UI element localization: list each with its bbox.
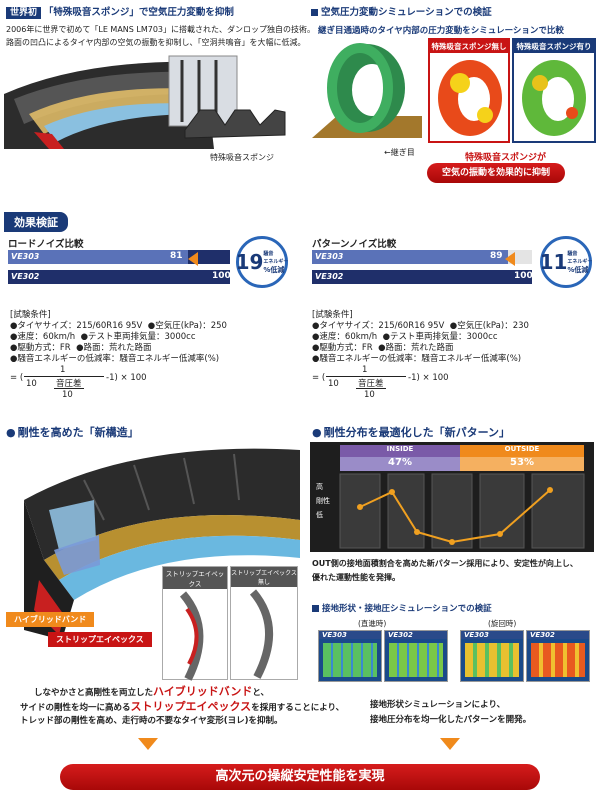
structure-desc2: サイドの剛性を均一に高めるストリップエイペックスを採用することにより、 — [20, 700, 345, 713]
road-value-1: 81 — [170, 251, 183, 261]
seam-label: ←継ぎ目 — [384, 148, 415, 157]
pattern-cond-displacement: ●テスト車両排気量：3000cc — [382, 332, 498, 342]
road-conditions: [試験条件] ●タイヤサイズ：215/60R16 95V ●空気圧(kPa)：2… — [10, 310, 300, 405]
road-cond-title: [試験条件] — [10, 310, 51, 320]
pattern-cond-title: [試験条件] — [312, 310, 353, 320]
sim-desc1: 接地形状シミュレーションにより、 — [370, 700, 506, 710]
road-value-2: 100 — [212, 271, 231, 281]
strip-apex-card: ストリップエイペックス — [162, 566, 228, 681]
sim-without-sponge: 特殊吸音スポンジ無し — [428, 38, 510, 143]
road-noise-chart: VE303 81 VE302 100 — [8, 250, 231, 286]
pattern-conditions: [試験条件] ●タイヤサイズ：215/60R16 95V ●空気圧(kPa)：2… — [312, 310, 598, 405]
no-strip-apex-card: ストリップエイペックス無し — [230, 566, 298, 680]
road-reduction-badge: 19 騒音 エネルギー%低減 — [236, 236, 288, 288]
axis-low: 低 — [316, 511, 323, 519]
pattern-arrow-icon — [505, 252, 515, 266]
green-tyre-model — [312, 38, 422, 148]
sim-desc2: 接地圧分布を均一化したパターンを開発。 — [370, 715, 532, 725]
pattern-series-name-2: VE302 — [315, 272, 344, 281]
pattern-noise-chart: VE303 89 VE302 100 — [312, 250, 533, 286]
sponge-section-title: 「特殊吸音スポンジ」で空気圧力変動を抑制 — [43, 7, 234, 18]
road-bar-ve303 — [8, 250, 188, 264]
square-bullet-icon — [311, 9, 318, 16]
world-first-badge: 世界初 — [6, 7, 42, 19]
structure-desc1: しなやかさと高剛性を両立したハイブリッドバンドと、 — [34, 685, 270, 698]
road-arrow-icon — [188, 252, 198, 266]
straight-label: (直進時) — [358, 619, 387, 628]
road-cond-size: ●タイヤサイズ：215/60R16 95V — [10, 321, 143, 331]
pattern-cond-speed: ●速度：60km/h — [312, 332, 378, 342]
patch-turning-ve302: VE302 — [526, 630, 590, 682]
stiffness-axis: 高 剛性 低 — [316, 480, 330, 522]
label-without-sponge: 特殊吸音スポンジ無し — [430, 40, 508, 53]
result-line2: 空気の振動を効果的に抑制 — [427, 163, 565, 183]
pattern-cond-size: ●タイヤサイズ：215/60R16 95V — [312, 321, 445, 331]
pattern-stiffness-chart: INSIDE OUTSIDE 47% 53% 高 剛性 低 — [310, 442, 594, 552]
pattern-cond-surface: ●路面：荒れた路面 — [378, 343, 454, 353]
pressure-sim-title: 空気圧力変動シミュレーションでの検証 — [311, 4, 492, 18]
hybrid-band-label: ハイブリッドバンド — [6, 612, 95, 627]
sponge-desc-line2: 路面の凹凸によるタイヤ内部の空気の振動を抑制し、「空洞共鳴音」を大幅に低減。 — [6, 38, 306, 47]
pattern-bar-ve303 — [312, 250, 508, 264]
pattern-cond-energy: ●騒音エネルギーの低減率：騒音エネルギー低減率(%) — [312, 354, 522, 364]
patch-straight-ve302: VE302 — [384, 630, 448, 682]
structure-desc3: トレッド部の剛性を高め、走行時の不要なタイヤ変形(ヨレ)を抑制。 — [20, 716, 283, 726]
patch-turning-ve303: VE303 — [460, 630, 524, 682]
pattern-bar-ve302 — [312, 270, 532, 284]
pattern-reduction-badge: 11 騒音 エネルギー%低減 — [540, 236, 592, 288]
sponge-illustration — [180, 100, 290, 142]
road-cond-energy: ●騒音エネルギーの低減率：騒音エネルギー低減率(%) — [10, 354, 220, 364]
sponge-desc-line1: 2006年に世界で初めて「LE MANS LM703」に搭載された、ダンロップ独… — [6, 25, 316, 34]
inside-pct: 47% — [340, 457, 460, 471]
pattern-value-2: 100 — [514, 271, 533, 281]
road-series-name-2: VE302 — [11, 272, 40, 281]
pressure-sim-desc: 継ぎ目通過時のタイヤ内部の圧力変動をシミュレーションで比較 — [318, 26, 564, 36]
sim-with-sponge: 特殊吸音スポンジ有り — [512, 38, 596, 143]
road-cond-drive: ●駆動方式：FR — [10, 343, 71, 353]
strip-apex-label: ストリップエイペックス — [48, 632, 152, 647]
road-cond-surface: ●路面：荒れた路面 — [76, 343, 152, 353]
pattern-down-arrow-icon — [440, 738, 460, 750]
outside-header: OUTSIDE — [460, 445, 584, 457]
pattern-desc1: OUT側の接地面積割合を高めた新パターン採用により、安定性が向上し、 — [312, 559, 578, 568]
road-formula: = ( 1 10 音圧差 10 -1) × 100 — [10, 365, 147, 400]
turning-label: (旋回時) — [488, 619, 517, 628]
road-cond-pressure: ●空気圧(kPa)：250 — [147, 321, 227, 331]
footer-banner: 高次元の操縦安定性能を実現 — [60, 764, 540, 790]
pattern-title: 剛性分布を最適化した「新パターン」 — [312, 424, 510, 440]
square-bullet-icon-2 — [312, 605, 319, 612]
road-noise-title: ロードノイズ比較 — [8, 239, 84, 250]
pattern-cond-pressure: ●空気圧(kPa)：230 — [449, 321, 529, 331]
result-line1: 特殊吸音スポンジが — [465, 153, 547, 163]
effect-verification-title: 効果検証 — [4, 212, 68, 232]
structure-down-arrow-icon — [138, 738, 158, 750]
road-bar-ve302 — [8, 270, 230, 284]
structure-title: 剛性を高めた「新構造」 — [6, 424, 139, 440]
pattern-desc2: 優れた運動性能を発揮。 — [312, 573, 400, 582]
inside-header: INSIDE — [340, 445, 460, 457]
road-series-name-1: VE303 — [11, 252, 40, 261]
pattern-noise-title: パターンノイズ比較 — [312, 239, 397, 250]
road-cond-displacement: ●テスト車両排気量：3000cc — [80, 332, 196, 342]
road-cond-speed: ●速度：60km/h — [10, 332, 76, 342]
pattern-series-name-1: VE303 — [315, 252, 344, 261]
pattern-cond-drive: ●駆動方式：FR — [312, 343, 373, 353]
sponge-caption: 特殊吸音スポンジ — [210, 153, 274, 162]
sponge-section-header: 世界初 「特殊吸音スポンジ」で空気圧力変動を抑制 — [6, 4, 296, 19]
axis-high: 高 — [316, 483, 323, 491]
pattern-value-1: 89 — [490, 251, 503, 261]
pattern-formula: = ( 1 10 音圧差 10 -1) × 100 — [312, 365, 449, 400]
outside-pct: 53% — [460, 457, 584, 471]
axis-mid: 剛性 — [316, 497, 330, 505]
contact-sim-title: 接地形状・接地圧シミュレーションでの検証 — [312, 602, 492, 614]
label-with-sponge: 特殊吸音スポンジ有り — [514, 40, 594, 53]
patch-straight-ve303: VE303 — [318, 630, 382, 682]
